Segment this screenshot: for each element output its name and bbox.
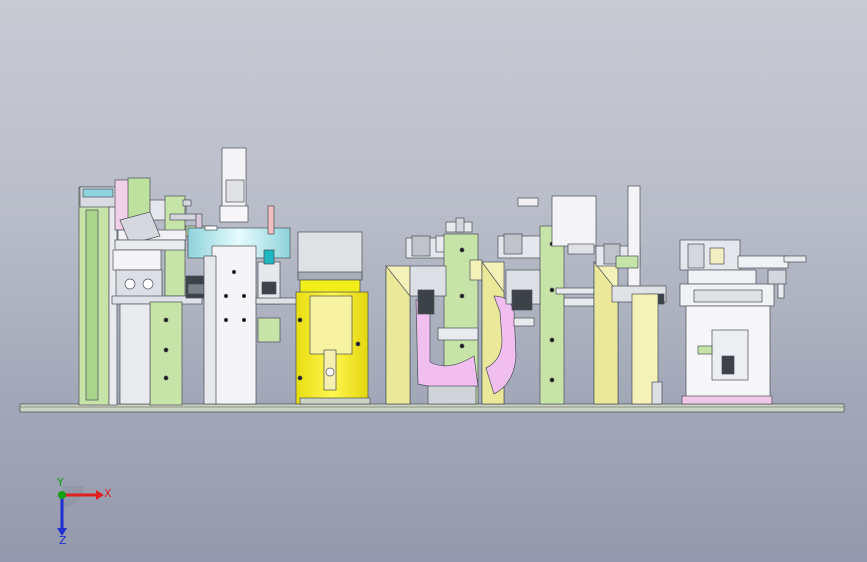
base-plate — [19, 403, 845, 413]
y-axis-dot — [58, 491, 66, 499]
x-axis-label: X — [104, 487, 112, 500]
station-1 — [78, 177, 213, 406]
coordinate-triad: X Y Z — [56, 476, 112, 547]
station-2 — [187, 147, 299, 405]
station-4 — [385, 217, 483, 405]
station-7 — [679, 239, 807, 405]
station-5 — [481, 195, 601, 405]
station-6 — [593, 185, 667, 405]
y-axis-label: Y — [56, 476, 64, 489]
station-3-yellow-motor — [295, 231, 371, 405]
z-axis-label: Z — [59, 534, 67, 547]
machine-assembly — [19, 147, 845, 413]
